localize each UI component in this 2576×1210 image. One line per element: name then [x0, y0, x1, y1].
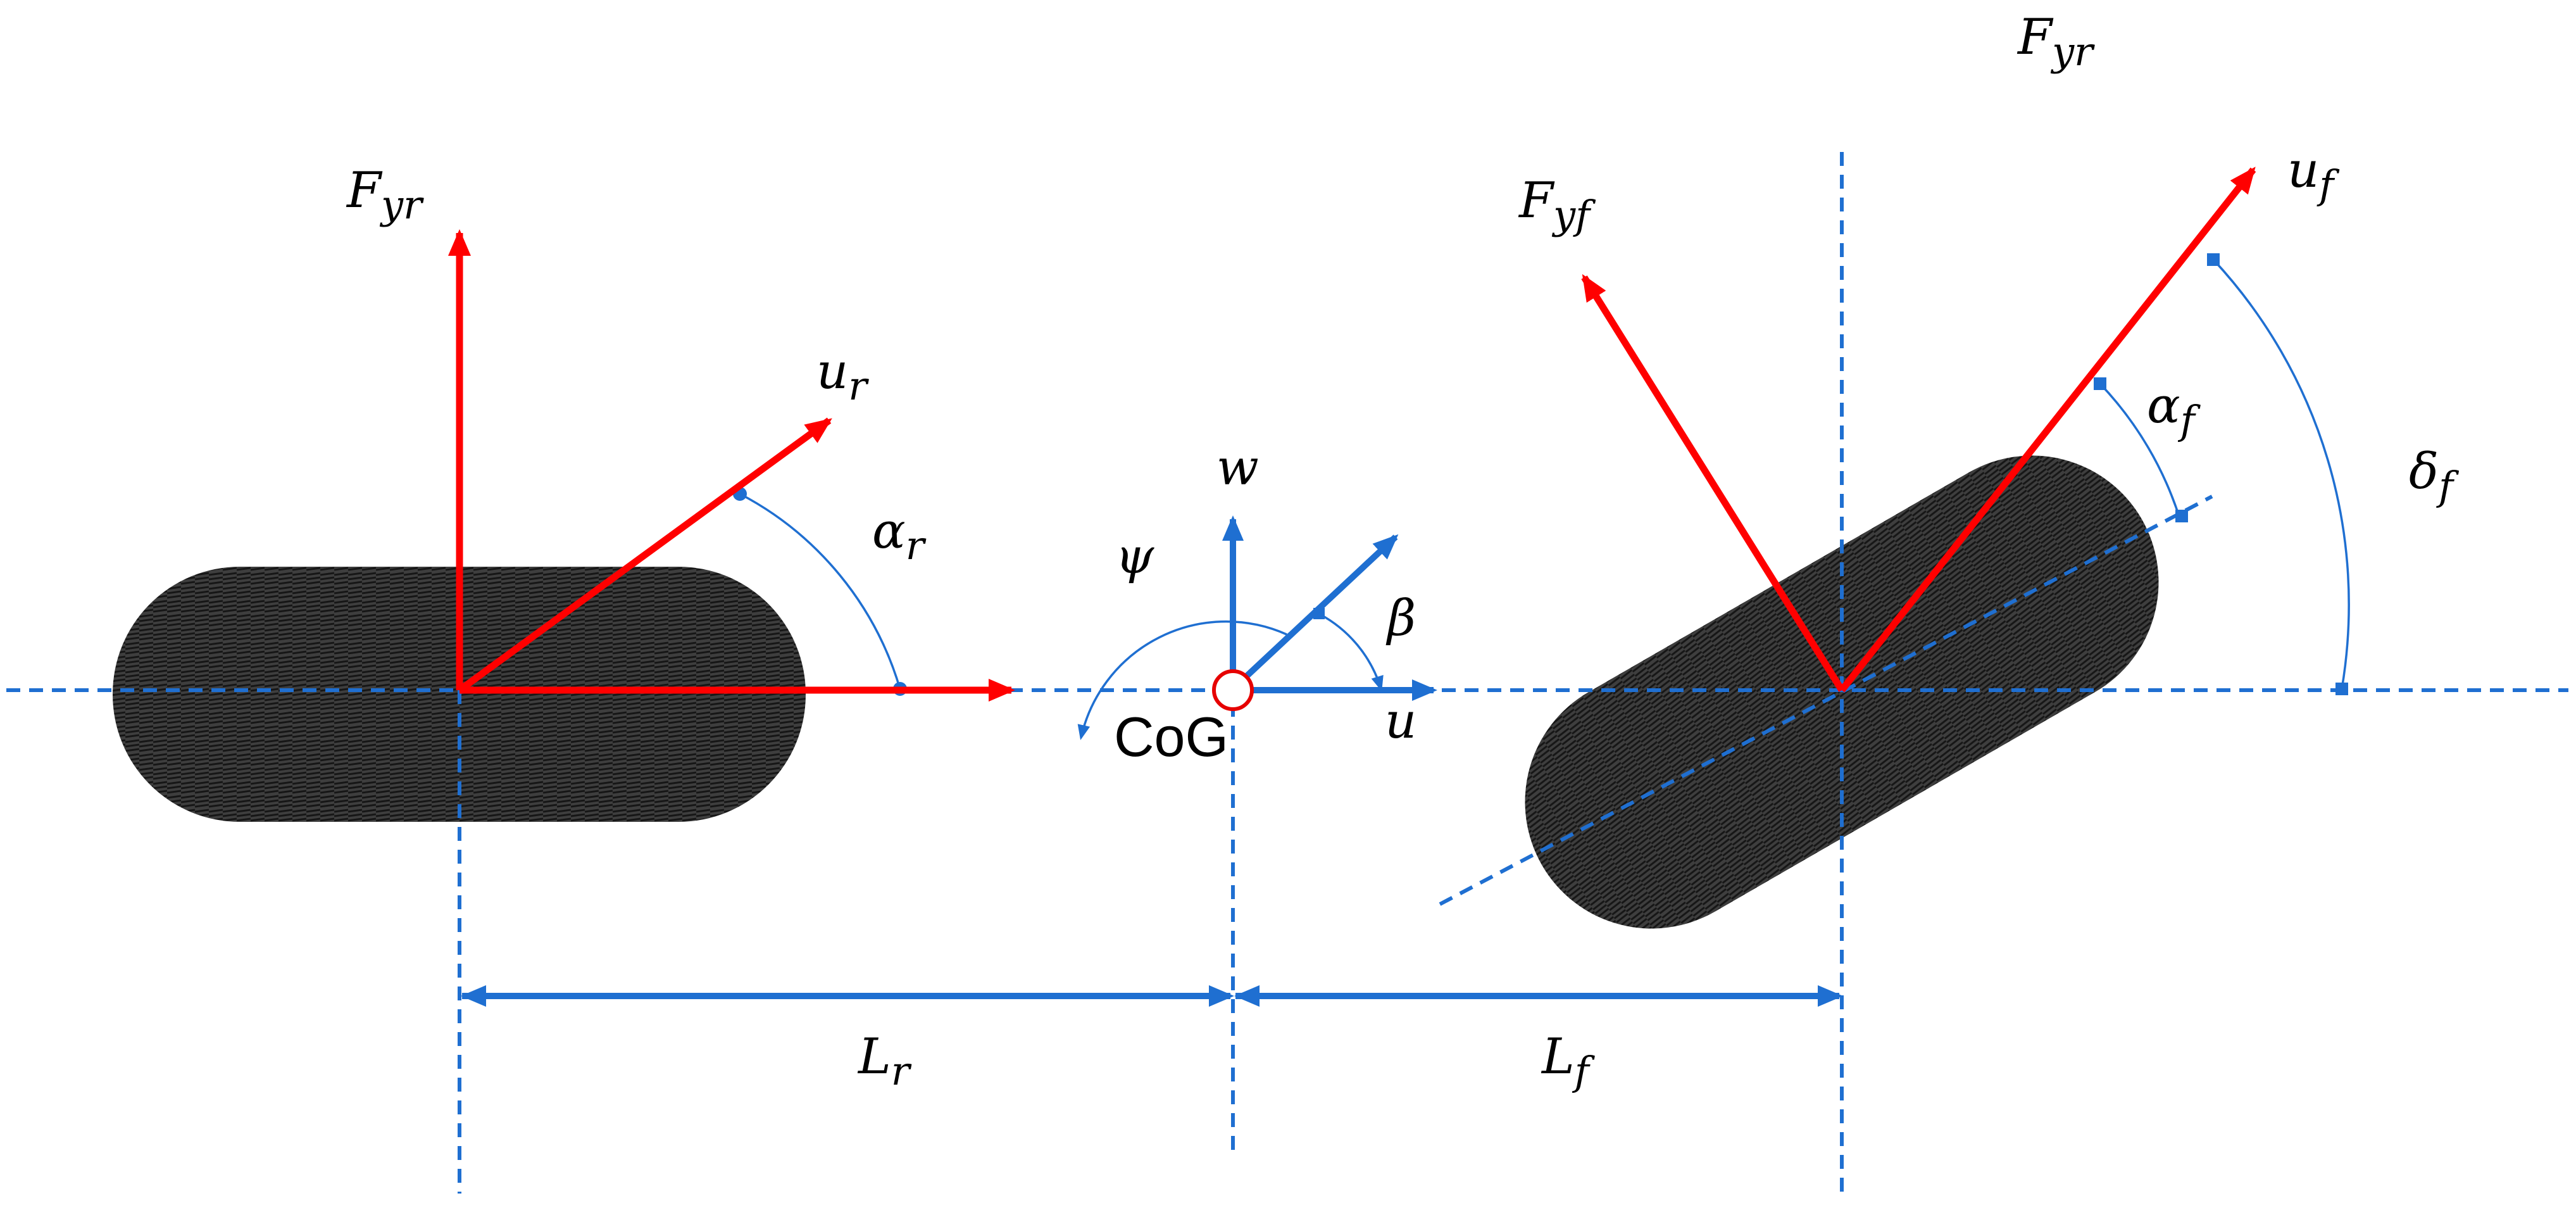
u-label: u: [1385, 693, 1417, 750]
alpha-f-arc: [2099, 382, 2182, 521]
w-label: w: [1216, 439, 1259, 496]
delta-f-label: δf: [2409, 443, 2453, 509]
beta-arc: [1319, 613, 1384, 691]
lr-label: Lr: [858, 1028, 910, 1094]
delta-f-dot-end: [2335, 683, 2348, 695]
fyr-top-label: Fyr: [2018, 9, 2093, 75]
fyr-rear-label: Fyr: [347, 162, 422, 228]
alpha-f-label: αf: [2147, 377, 2195, 443]
beta-label: β: [1387, 590, 1416, 647]
front-velocity-arrow: [1839, 167, 2256, 693]
ur-label: ur: [816, 343, 867, 409]
psi-arc: [1077, 620, 1287, 740]
front-wheel-axis-line: [1439, 495, 2213, 906]
alpha-f-dot-end: [2175, 510, 2188, 522]
delta-f-dot-start: [2207, 253, 2220, 266]
psi-label: ψ: [1115, 528, 1154, 585]
cog-label: CoG: [1114, 705, 1229, 768]
front-lateral-force-arrow: [1581, 274, 1845, 692]
cog-marker: [1212, 669, 1254, 711]
alpha-f-dot-start: [2094, 377, 2106, 390]
alpha-r-arc: [739, 493, 901, 690]
fyf-label: Fyf: [1519, 172, 1591, 238]
alpha-r-label: αr: [872, 503, 925, 569]
lf-label: Lf: [1542, 1028, 1589, 1094]
rear-velocity-arrow: [457, 417, 832, 693]
uf-label: uf: [2287, 142, 2334, 208]
cog-velocity-arrow: [1230, 534, 1399, 691]
delta-f-arc: [2212, 258, 2350, 690]
